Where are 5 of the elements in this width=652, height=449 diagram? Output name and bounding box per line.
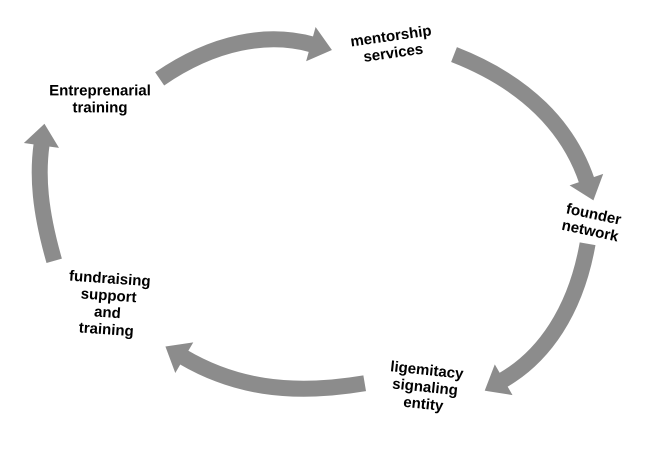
cycle-label: Entreprenarial training: [50, 84, 150, 116]
cycle-label: fundraising support and training: [69, 270, 150, 340]
cycle-label: founder network: [562, 203, 622, 242]
cycle-label: ligemitacy signaling entity: [390, 360, 464, 414]
cycle-label: mentorship services: [351, 26, 431, 62]
